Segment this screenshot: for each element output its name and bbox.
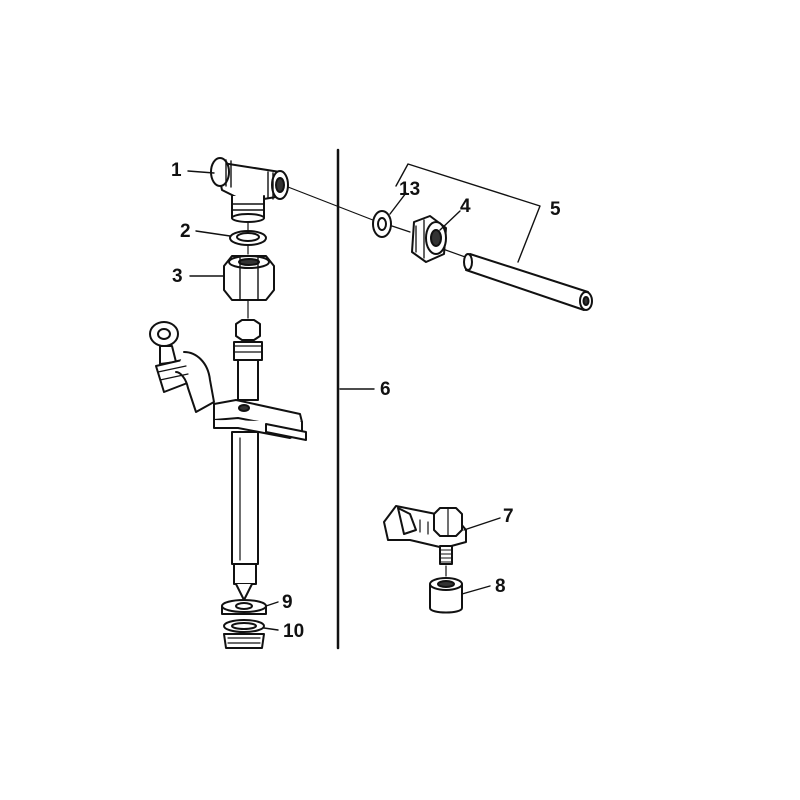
- callout-8: 8: [495, 576, 506, 597]
- callout-2: 2: [180, 221, 191, 242]
- bracket-5: [395, 163, 541, 263]
- callout-4: 4: [460, 196, 471, 217]
- leak-off-elbow: [149, 321, 215, 413]
- copper-washer: [372, 210, 392, 238]
- callout-9: 9: [282, 592, 293, 613]
- spacer-sleeve: [429, 565, 463, 614]
- callout-5: 5: [550, 199, 561, 220]
- pipe-nut: [411, 215, 447, 263]
- heat-shield: [223, 619, 265, 649]
- union-nut: [223, 255, 275, 301]
- leak-off-pipe: [463, 253, 593, 311]
- leader-lines: [187, 170, 501, 631]
- injector-body: [213, 319, 307, 601]
- callout-13: 13: [399, 179, 421, 200]
- callout-3: 3: [172, 266, 183, 287]
- callout-1: 1: [171, 160, 182, 181]
- callout-6: 6: [380, 379, 391, 400]
- tee-fitting: [210, 157, 289, 223]
- hold-down-clamp: [383, 505, 467, 565]
- axis-line-washer: [391, 225, 411, 233]
- nozzle-washer: [221, 599, 267, 615]
- axis-line-tee: [287, 186, 379, 223]
- sealing-ring: [229, 230, 267, 246]
- callout-10: 10: [283, 621, 305, 642]
- callout-7: 7: [503, 506, 514, 527]
